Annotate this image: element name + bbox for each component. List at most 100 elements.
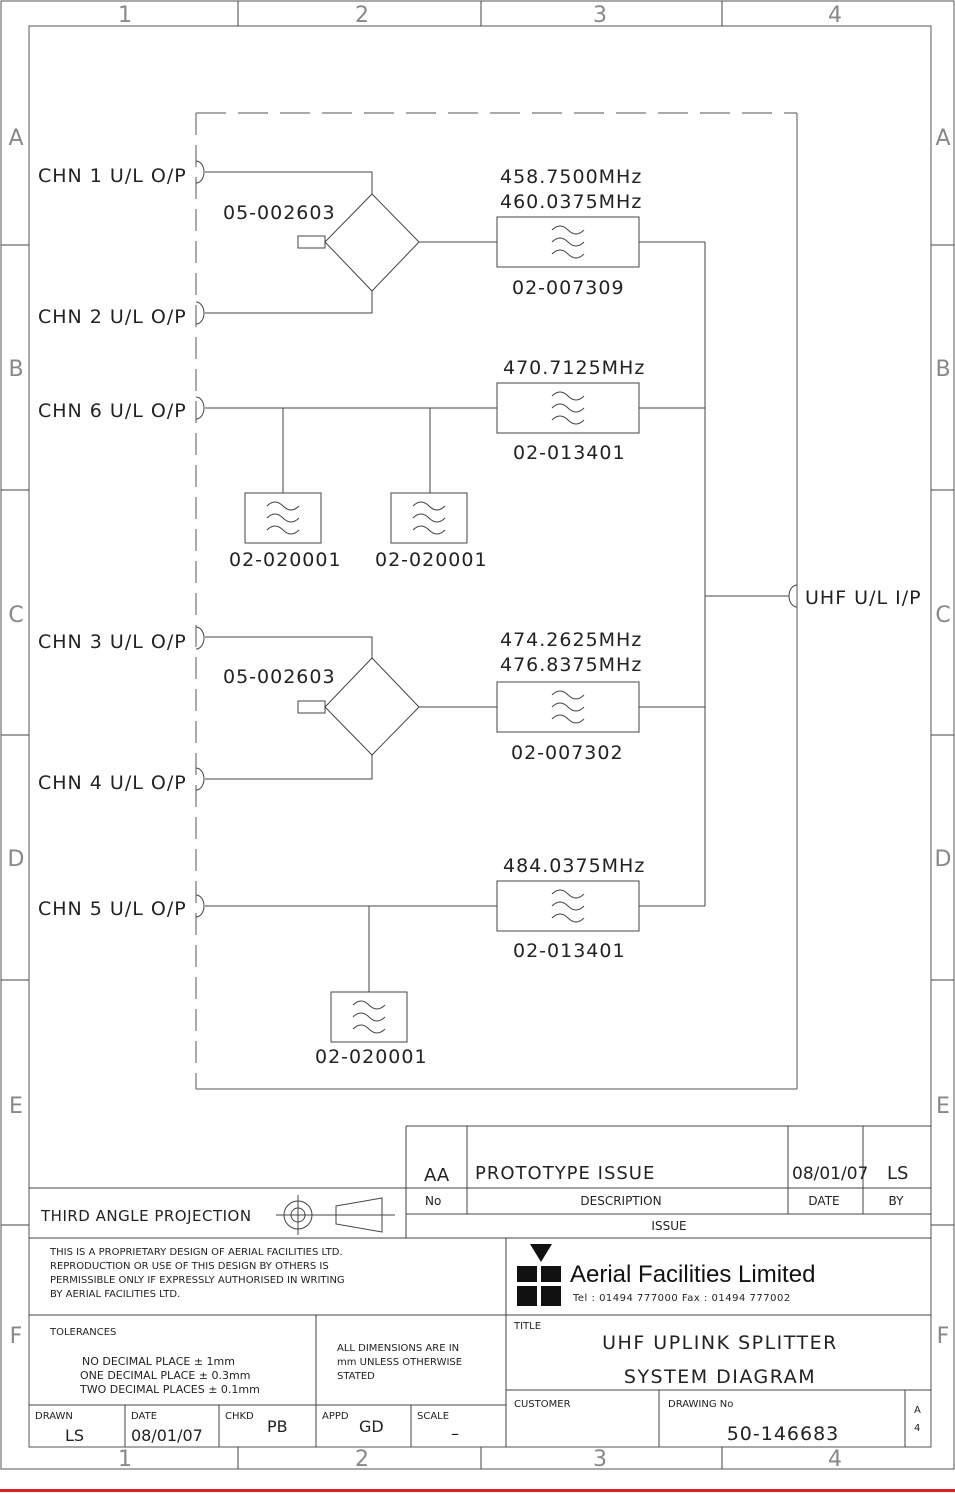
zone-row-e-right: E: [936, 1094, 950, 1119]
proprietary-line-1: THIS IS A PROPRIETARY DESIGN OF AERIAL F…: [49, 1247, 343, 1258]
port-connectors: [195, 160, 798, 918]
filter-4-freq-1: 484.0375MHz: [503, 855, 645, 877]
tolerance-line-3: TWO DECIMAL PLACES ± 0.1mm: [79, 1383, 260, 1396]
port-label-chn6: CHN 6 U/L O/P: [38, 400, 187, 422]
footer-rule: [0, 1489, 955, 1492]
issue-no: AA: [424, 1165, 450, 1186]
tolerance-line-2: ONE DECIMAL PLACE ± 0.3mm: [80, 1369, 250, 1382]
zone-col-4-bottom: 4: [828, 1447, 842, 1472]
zone-col-1-top: 1: [118, 3, 132, 28]
port-label-chn2: CHN 2 U/L O/P: [38, 306, 187, 328]
drawing-no-label: DRAWING No: [668, 1399, 733, 1410]
port-label-uhf-in: UHF U/L I/P: [805, 587, 922, 609]
wiring: [205, 171, 789, 992]
zone-row-f-right: F: [937, 1324, 950, 1349]
dimensions-note-1: ALL DIMENSIONS ARE IN: [337, 1343, 459, 1354]
notch-filter-3-part: 02-020001: [315, 1046, 428, 1068]
header-issue: ISSUE: [651, 1219, 686, 1233]
zone-row-a-right: A: [935, 126, 950, 151]
port-label-chn1: CHN 1 U/L O/P: [38, 165, 187, 187]
drawn-value: LS: [65, 1426, 84, 1445]
filter-4: [496, 880, 640, 932]
zone-col-3-top: 3: [593, 3, 607, 28]
issue-by: LS: [887, 1163, 908, 1184]
filter-1-part: 02-007309: [512, 277, 625, 299]
enclosure: [195, 112, 798, 1090]
proprietary-line-3: PERMISSIBLE ONLY IF EXPRESSLY AUTHORISED…: [50, 1275, 345, 1286]
port-label-chn4: CHN 4 U/L O/P: [38, 772, 187, 794]
title-block-grid: [29, 1125, 931, 1447]
zone-row-d-right: D: [935, 847, 952, 872]
header-date: DATE: [808, 1194, 839, 1208]
date-value: 08/01/07: [131, 1426, 203, 1445]
zone-row-b-left: B: [8, 357, 23, 382]
zone-col-2-top: 2: [355, 3, 369, 28]
zone-row-e-left: E: [9, 1094, 23, 1119]
notch-filter-1-part: 02-020001: [229, 549, 342, 571]
header-by: BY: [889, 1194, 905, 1208]
company-logo: [517, 1244, 561, 1306]
zone-row-c-left: C: [8, 603, 23, 628]
zone-col-2-bottom: 2: [355, 1447, 369, 1472]
scale-value: –: [451, 1424, 459, 1443]
dimensions-note-2: mm UNLESS OTHERWISE: [337, 1357, 462, 1368]
zone-row-c-right: C: [935, 603, 950, 628]
tolerance-line-1: NO DECIMAL PLACE ± 1mm: [82, 1355, 235, 1368]
notch-filter-2: [390, 492, 468, 544]
sheet-size-letter: A: [914, 1405, 921, 1416]
splitter-2: [297, 657, 420, 756]
proprietary-line-4: BY AERIAL FACILITIES LTD.: [50, 1289, 180, 1300]
port-label-chn3: CHN 3 U/L O/P: [38, 631, 187, 653]
header-description: DESCRIPTION: [580, 1194, 661, 1208]
issue-date: 08/01/07: [792, 1164, 868, 1184]
filter-3-freq-1: 474.2625MHz: [500, 629, 642, 651]
header-no: No: [425, 1194, 441, 1208]
filter-3-freq-2: 476.8375MHz: [500, 654, 642, 676]
appd-label: APPD: [322, 1411, 349, 1422]
zone-row-d-left: D: [8, 847, 25, 872]
filter-1: [496, 216, 640, 268]
projection-label: THIRD ANGLE PROJECTION: [40, 1207, 252, 1225]
drawn-label: DRAWN: [35, 1411, 73, 1422]
zone-col-3-bottom: 3: [593, 1447, 607, 1472]
filter-3-part: 02-007302: [511, 742, 624, 764]
drawing-title-line-2: SYSTEM DIAGRAM: [624, 1366, 816, 1388]
splitter-2-part: 05-002603: [223, 666, 336, 688]
port-label-chn5: CHN 5 U/L O/P: [38, 898, 187, 920]
tolerances-label: TOLERANCES: [49, 1327, 116, 1338]
drawing-title-line-1: UHF UPLINK SPLITTER: [602, 1332, 838, 1354]
title-label: TITLE: [513, 1321, 541, 1332]
proprietary-line-2: REPRODUCTION OR USE OF THIS DESIGN BY OT…: [50, 1261, 329, 1272]
zone-col-1-bottom: 1: [118, 1447, 132, 1472]
filter-4-part: 02-013401: [513, 940, 626, 962]
sheet-size-number: 4: [914, 1423, 920, 1434]
company-contact: Tel : 01494 777000 Fax : 01494 777002: [572, 1293, 791, 1304]
filter-3: [496, 681, 640, 733]
scale-label: SCALE: [417, 1411, 449, 1422]
drawing-number: 50-146683: [727, 1423, 840, 1445]
chkd-label: CHKD: [225, 1411, 254, 1422]
splitter-1: [297, 193, 420, 292]
filter-1-freq-1: 458.7500MHz: [500, 166, 642, 188]
inner-frame: [28, 25, 932, 1448]
third-angle-projection-icon: [276, 1195, 395, 1235]
dimensions-note-3: STATED: [337, 1371, 375, 1382]
filter-2-freq-1: 470.7125MHz: [503, 357, 645, 379]
zone-row-b-right: B: [935, 357, 950, 382]
zone-col-4-top: 4: [828, 3, 842, 28]
notch-filter-2-part: 02-020001: [375, 549, 488, 571]
filter-1-freq-2: 460.0375MHz: [500, 191, 642, 213]
zone-row-a-left: A: [8, 126, 23, 151]
issue-description: PROTOTYPE ISSUE: [475, 1163, 655, 1184]
chkd-value: PB: [267, 1417, 288, 1436]
date-label: DATE: [131, 1411, 157, 1422]
filter-2: [496, 382, 640, 434]
notch-filter-1: [244, 492, 322, 544]
notch-filter-3: [330, 991, 408, 1043]
customer-label: CUSTOMER: [514, 1399, 571, 1410]
splitter-1-part: 05-002603: [223, 202, 336, 224]
filter-2-part: 02-013401: [513, 442, 626, 464]
company-name: Aerial Facilities Limited: [570, 1261, 815, 1288]
appd-value: GD: [359, 1417, 384, 1436]
